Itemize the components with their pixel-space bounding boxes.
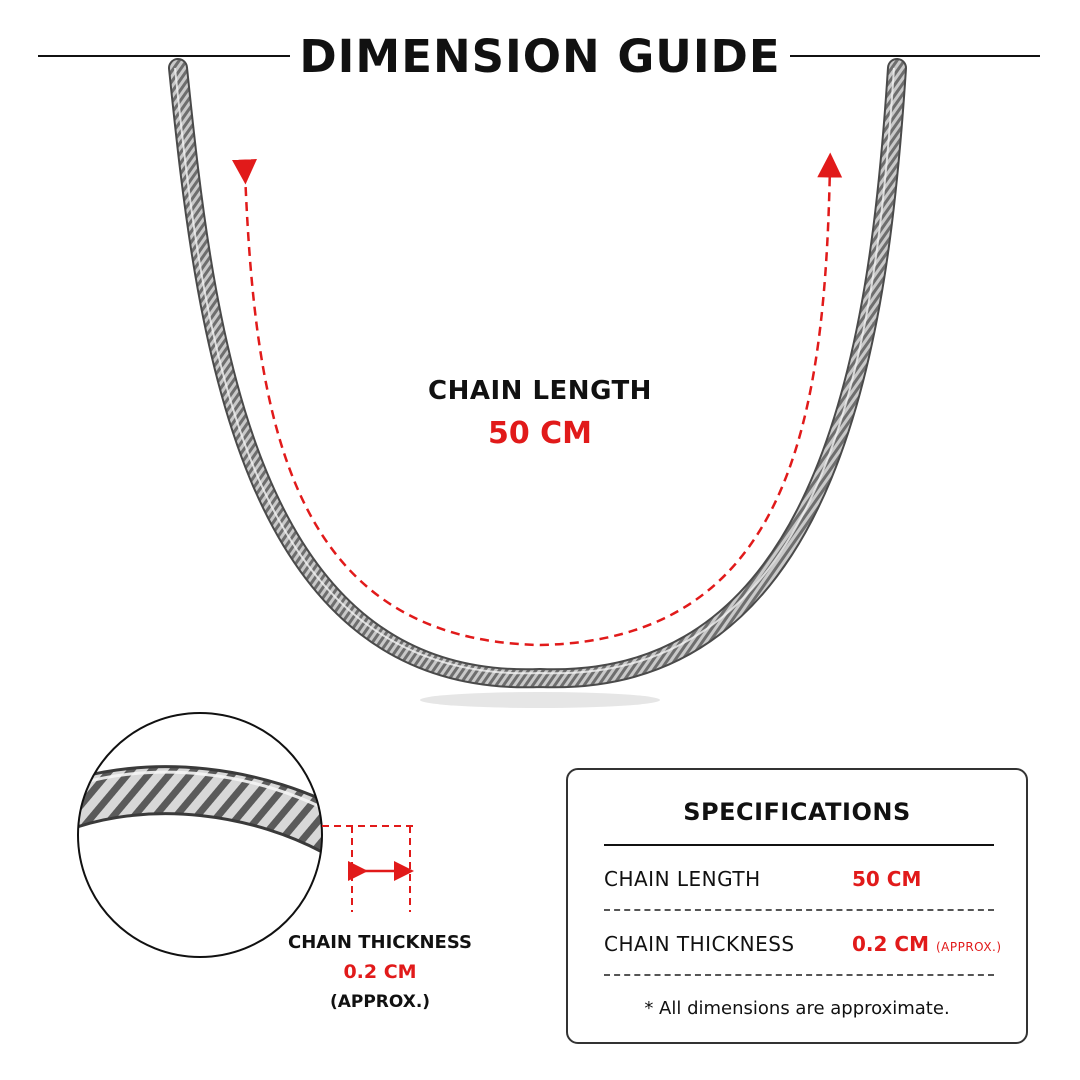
header-rule-left [38,55,290,57]
chain-outline [168,58,907,689]
page-title: DIMENSION GUIDE [299,30,781,83]
header-rule-right [790,55,1040,57]
length-arrow [232,152,843,647]
spec-value-text: 50 CM [852,867,922,891]
chain-length-label: CHAIN LENGTH [428,376,652,406]
chain-body [170,60,905,687]
specifications-title: SPECIFICATIONS [683,798,911,826]
spec-row-value: 50 CM [852,867,921,891]
chain-shadow [420,692,660,708]
chain-thickness-label: CHAIN THICKNESS [288,932,472,953]
spec-row-label: CHAIN THICKNESS [604,932,795,956]
spec-value-suffix: (APPROX.) [935,940,1002,954]
spec-value-text: 0.2 CM [852,932,929,956]
spec-row-value: 0.2 CM (APPROX.) [852,932,1002,956]
spec-row-divider [604,909,994,911]
magnified-chain [78,765,322,857]
chain-thickness-note: (APPROX.) [329,992,431,1012]
specifications-box: SPECIFICATIONS CHAIN LENGTH 50 CM CHAIN … [566,768,1028,1044]
specifications-rule [604,844,994,846]
spec-row-label: CHAIN LENGTH [604,867,761,891]
chain-length-value: 50 CM [487,416,593,451]
magnifier-circle [77,712,323,958]
chain-thickness-value: 0.2 CM [343,961,417,983]
spec-row-divider [604,974,994,976]
chain-highlight [174,67,895,675]
specifications-note: * All dimensions are approximate. [644,998,950,1019]
